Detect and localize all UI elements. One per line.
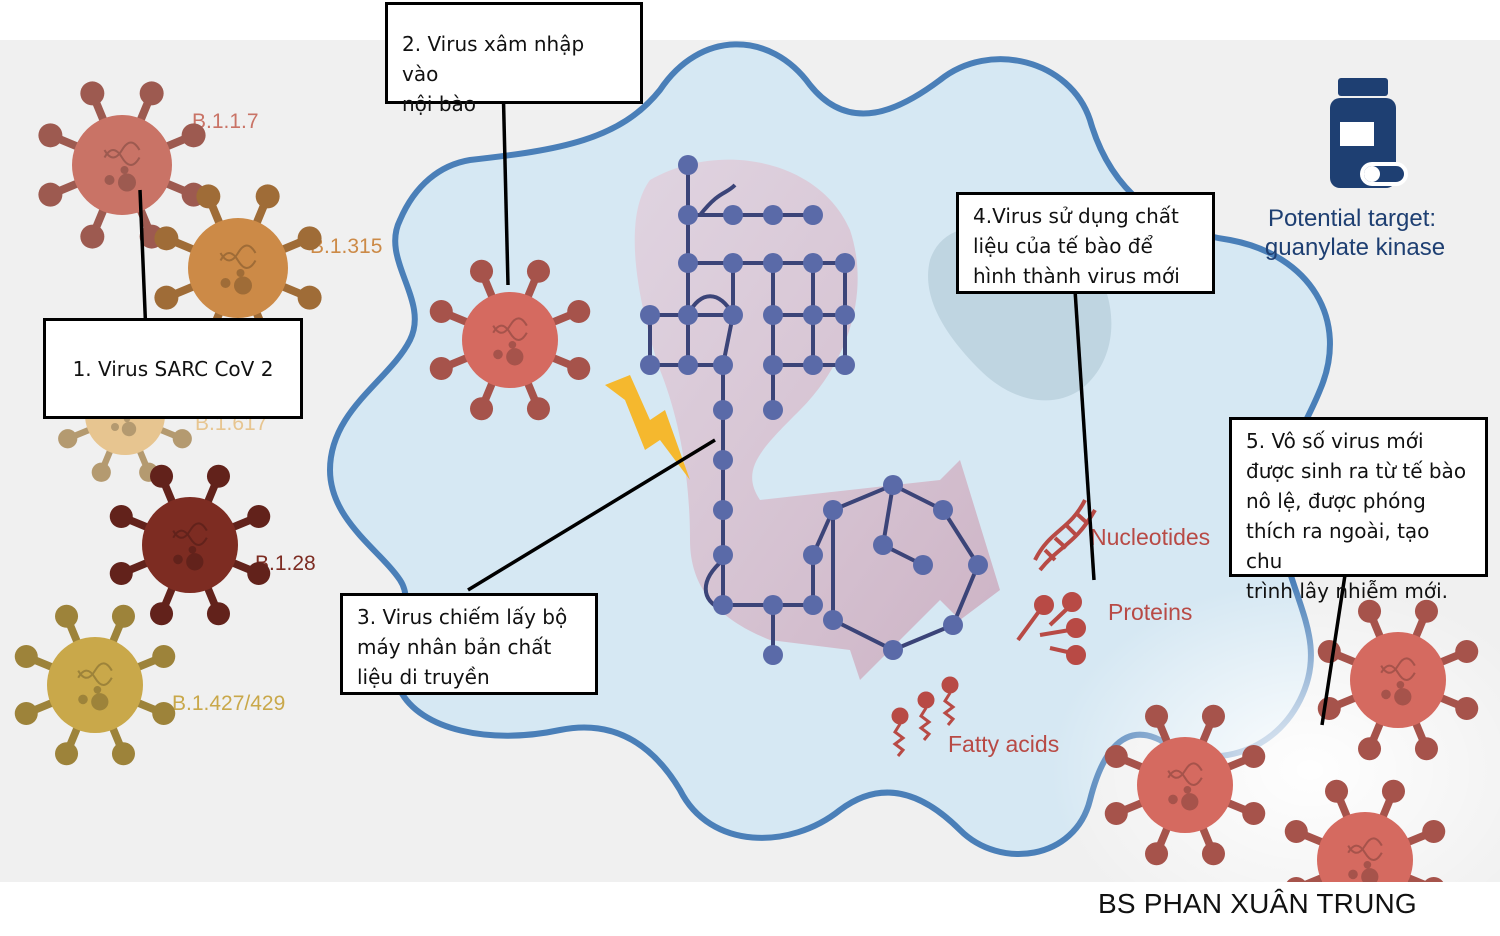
network-link: [881, 484, 895, 546]
network-node: [823, 610, 843, 630]
network-node: [835, 253, 855, 273]
network-node: [763, 645, 783, 665]
callout-step-1-text: 1. Virus SARC CoV 2: [72, 356, 274, 381]
network-node: [883, 640, 903, 660]
network-link: [832, 618, 894, 652]
network-link: [698, 183, 737, 217]
callout-line: 5. Vô số virus mới: [1246, 429, 1424, 453]
connector-line: [1320, 574, 1347, 726]
network-node: [763, 253, 783, 273]
virus-particle: [1317, 599, 1479, 761]
variant-label: B.1.28: [255, 552, 316, 575]
network-node: [803, 253, 823, 273]
network-node: [678, 155, 698, 175]
connector-line: [138, 189, 148, 336]
callout-line: trình lây nhiễm mới.: [1246, 579, 1449, 603]
network-node: [678, 205, 698, 225]
network-node: [713, 450, 733, 470]
network-node: [678, 355, 698, 375]
network-node: [713, 595, 733, 615]
network-node: [803, 595, 823, 615]
connector-line: [501, 79, 510, 286]
callout-step-5: 5. Vô số virus mới được sinh ra từ tế bà…: [1229, 417, 1488, 603]
network-node: [913, 555, 933, 575]
network-node: [803, 545, 823, 565]
virus-particle: [38, 81, 206, 249]
callout-line: nội bào: [402, 92, 477, 116]
callout-line: 4.Virus sử dụng chất: [973, 204, 1179, 228]
drug-target-line1: Potential target:: [1268, 205, 1436, 232]
network-node: [640, 355, 660, 375]
connector-line: [467, 438, 716, 592]
network-link: [951, 564, 980, 626]
network-node: [803, 355, 823, 375]
callout-step-3: 3. Virus chiếm lấy bộ máy nhân bản chất …: [340, 593, 598, 695]
network-link: [832, 483, 894, 512]
virus-particle: [1104, 704, 1266, 866]
network-node: [883, 475, 903, 495]
variant-label: B.1.315: [310, 235, 382, 258]
lightning-icon: [605, 375, 690, 480]
callout-line: hình thành virus mới: [973, 264, 1180, 288]
network-node: [803, 305, 823, 325]
callout-step-2: 2. Virus xâm nhập vào nội bào: [385, 2, 643, 116]
network-node: [835, 355, 855, 375]
network-node: [678, 253, 698, 273]
fatty-acid-icon: [891, 676, 959, 757]
virus-particle: [429, 259, 591, 421]
network-node: [723, 205, 743, 225]
protein-icon: [1016, 592, 1086, 665]
author-credit: BS PHAN XUÂN TRUNG: [1098, 888, 1417, 919]
variant-label: B.1.427/429: [172, 692, 285, 715]
network-node: [640, 305, 660, 325]
callout-line: thích ra ngoài, tạo chu: [1246, 519, 1430, 573]
connector-lines: [138, 79, 1347, 726]
virus-particle: [14, 604, 176, 766]
network-node: [943, 615, 963, 635]
network-node: [723, 305, 743, 325]
drug-target-line2: guanylate kinase: [1265, 234, 1445, 261]
network-node: [713, 500, 733, 520]
fatty-acids-label: Fatty acids: [948, 731, 1059, 757]
network-node: [823, 500, 843, 520]
network-link: [941, 508, 980, 567]
nucleotides-label: Nucleotides: [1090, 524, 1210, 550]
callout-line: được sinh ra từ tế bào: [1246, 459, 1467, 483]
network-node: [835, 305, 855, 325]
callout-step-1: 1. Virus SARC CoV 2: [43, 318, 303, 419]
connector-line: [1073, 289, 1096, 581]
callout-line: nô lệ, được phóng: [1246, 489, 1426, 513]
callout-line: liệu của tế bào để: [973, 234, 1153, 258]
network-node: [873, 535, 893, 555]
network-node: [968, 555, 988, 575]
network-node: [803, 205, 823, 225]
network-node: [763, 400, 783, 420]
virus-particle: [154, 184, 322, 352]
callout-line: máy nhân bản chất: [357, 635, 552, 659]
network-node: [763, 355, 783, 375]
genome-network: [640, 155, 988, 665]
network-link: [892, 623, 954, 652]
medicine-bottle-icon: [1330, 78, 1408, 188]
network-node: [678, 305, 698, 325]
network-node: [933, 500, 953, 520]
variant-label: B.1.1.7: [192, 110, 259, 133]
callout-line: liệu di truyền: [357, 665, 490, 689]
callout-step-4: 4.Virus sử dụng chất liệu của tế bào để …: [956, 192, 1215, 294]
network-node: [713, 355, 733, 375]
callout-line: 2. Virus xâm nhập vào: [402, 32, 585, 86]
proteins-label: Proteins: [1108, 599, 1192, 625]
network-node: [723, 253, 743, 273]
virus-particle: [109, 464, 271, 626]
network-node: [763, 205, 783, 225]
network-node: [713, 545, 733, 565]
network-node: [713, 400, 733, 420]
footer-strip: [875, 882, 1500, 931]
network-node: [763, 305, 783, 325]
callout-line: 3. Virus chiếm lấy bộ: [357, 605, 568, 629]
network-node: [763, 595, 783, 615]
